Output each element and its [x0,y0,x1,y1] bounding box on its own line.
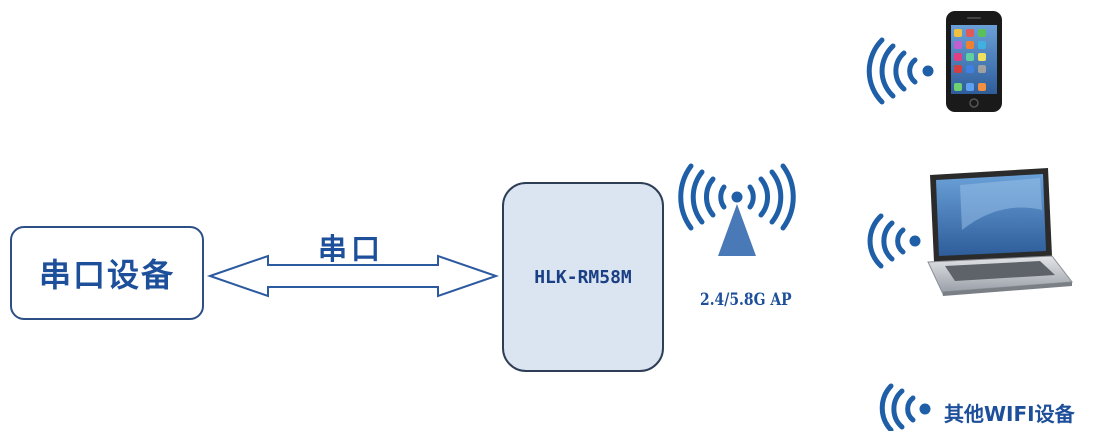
other-devices-label: 其他WIFI设备 [944,402,1075,426]
smartphone-icon [946,11,1002,112]
module-box: HLK-RM58M [502,182,664,372]
wifi-signal-icon-other [879,383,931,431]
serial-device-box: 串口设备 [10,226,204,320]
laptop-icon [927,168,1073,296]
ap-label: 2.4/5.8G AP [700,290,792,310]
serial-device-label: 串口设备 [38,256,175,294]
antenna-icon [678,163,796,256]
module-label: HLK-RM58M [534,266,632,288]
wifi-signal-icon-laptop [867,213,921,269]
serial-link-label: 串口 [318,232,385,266]
bidirectional-arrow [206,254,500,298]
wifi-signal-icon-phone [866,37,934,105]
